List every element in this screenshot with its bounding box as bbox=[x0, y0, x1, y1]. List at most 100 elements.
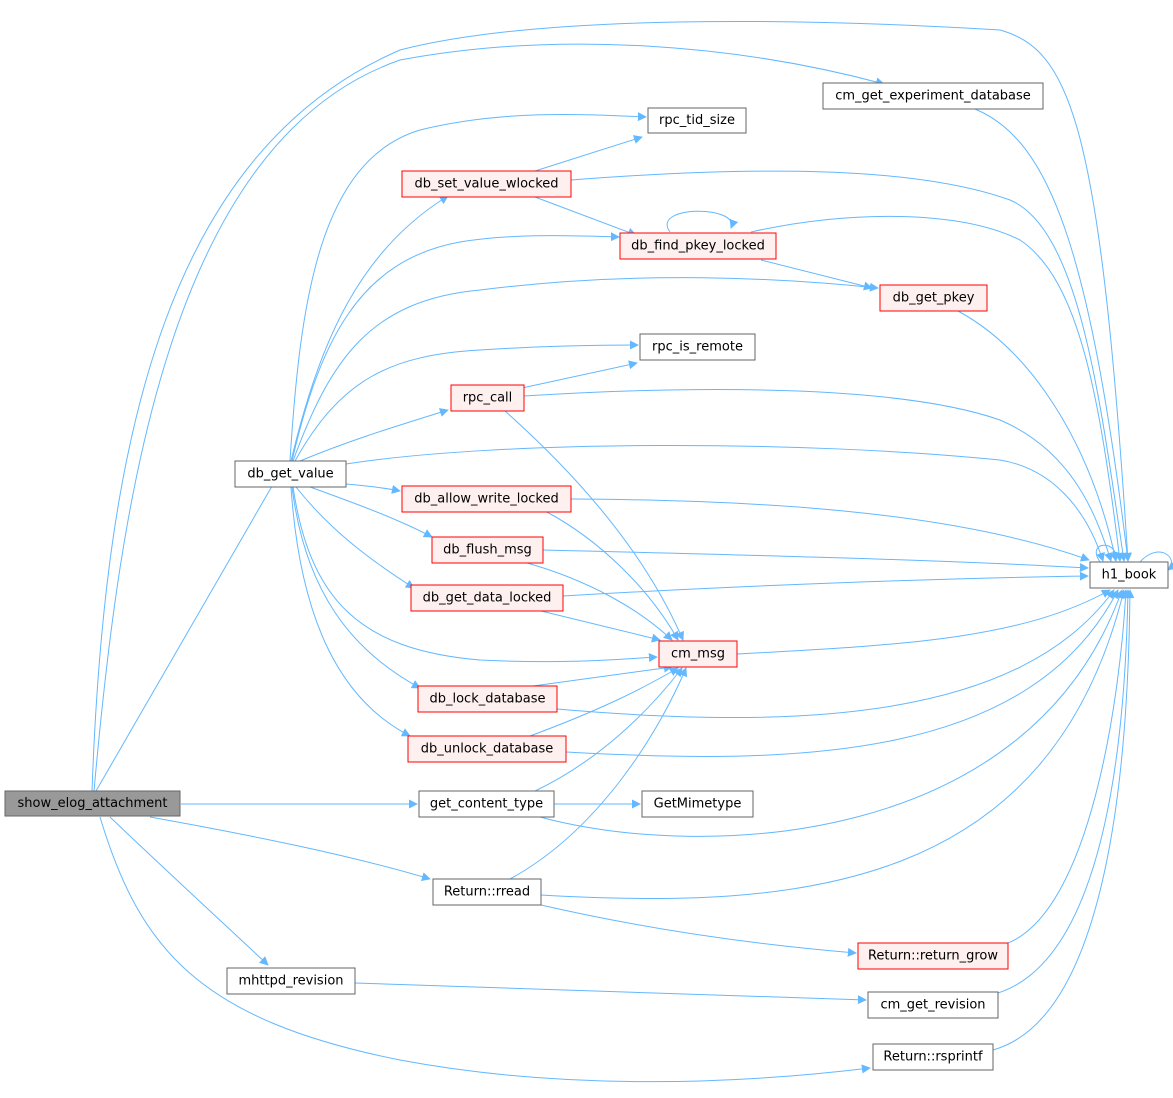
svg-text:rpc_is_remote: rpc_is_remote bbox=[652, 340, 743, 355]
node-db_lock_database[interactable]: db_lock_database bbox=[417, 685, 558, 713]
node-db_get_data_locked[interactable]: db_get_data_locked bbox=[410, 584, 564, 612]
node-db_get_pkey[interactable]: db_get_pkey bbox=[879, 284, 988, 312]
edge-cm_get_experiment_database-to-h1_book bbox=[974, 108, 1132, 562]
svg-text:cm_msg: cm_msg bbox=[671, 647, 725, 662]
edge-db_get_value-to-db_find_pkey_locked bbox=[291, 232, 620, 462]
node-db_unlock_database[interactable]: db_unlock_database bbox=[407, 735, 567, 763]
node-cm_get_experiment_database[interactable]: cm_get_experiment_database bbox=[822, 82, 1044, 110]
edges bbox=[91, 20, 1173, 1083]
edge-db_set_value_wlocked-to-rpc_tid_size bbox=[534, 135, 643, 172]
svg-text:rpc_tid_size: rpc_tid_size bbox=[659, 113, 735, 128]
edge-db_find_pkey_locked-self bbox=[666, 210, 739, 233]
edge-db_unlock_database-to-cm_msg bbox=[529, 667, 679, 737]
edge-show-to-cm_get_experiment_database bbox=[93, 43, 885, 792]
edge-db_find_pkey_locked-to-h1_book bbox=[750, 215, 1124, 562]
node-Return_rread[interactable]: Return::rread bbox=[432, 878, 542, 906]
svg-text:Return::rread: Return::rread bbox=[444, 885, 530, 900]
node-cm_msg[interactable]: cm_msg bbox=[658, 640, 738, 668]
edge-show-to-h1_book bbox=[91, 20, 1132, 792]
svg-text:db_find_pkey_locked: db_find_pkey_locked bbox=[631, 239, 765, 254]
edge-db_get_value-to-db_flush_msg bbox=[309, 486, 433, 538]
svg-text:get_content_type: get_content_type bbox=[430, 797, 543, 812]
node-mhttpd_revision[interactable]: mhttpd_revision bbox=[226, 967, 356, 995]
svg-text:h1_book: h1_book bbox=[1102, 568, 1157, 583]
svg-text:Return::rsprintf: Return::rsprintf bbox=[883, 1050, 983, 1065]
svg-text:show_elog_attachment: show_elog_attachment bbox=[18, 796, 168, 811]
edge-db_set_value_wlocked-to-db_find_pkey_locked bbox=[534, 196, 637, 237]
edge-Return_return_grow-to-h1_book bbox=[1007, 589, 1131, 944]
edge-h1_book-self-left bbox=[1095, 544, 1122, 563]
edge-db_get_value-to-db_get_pkey bbox=[292, 277, 879, 462]
svg-text:cm_get_experiment_database: cm_get_experiment_database bbox=[835, 89, 1031, 104]
edge-db_get_value-to-db_set_value_wlocked bbox=[290, 195, 449, 462]
node-db_flush_msg[interactable]: db_flush_msg bbox=[431, 536, 544, 564]
edge-db_get_value-to-db_lock_database bbox=[291, 486, 421, 689]
svg-text:db_get_data_locked: db_get_data_locked bbox=[423, 591, 552, 606]
node-db_get_value[interactable]: db_get_value bbox=[234, 460, 347, 488]
node-GetMimetype[interactable]: GetMimetype bbox=[641, 790, 754, 818]
node-rpc_is_remote[interactable]: rpc_is_remote bbox=[639, 333, 756, 361]
edge-rpc_call-to-h1_book bbox=[523, 389, 1113, 562]
edge-db_get_data_locked-to-cm_msg bbox=[536, 609, 661, 643]
svg-text:Return::return_grow: Return::return_grow bbox=[868, 949, 998, 964]
svg-text:db_unlock_database: db_unlock_database bbox=[421, 742, 554, 757]
node-Return_return_grow[interactable]: Return::return_grow bbox=[857, 942, 1009, 970]
svg-text:rpc_call: rpc_call bbox=[463, 391, 513, 406]
edge-db_get_value-to-cm_msg bbox=[292, 486, 658, 663]
edge-db_lock_database-to-cm_msg bbox=[532, 663, 673, 687]
edge-mhttpd_revision-to-cm_get_revision bbox=[354, 982, 867, 1005]
svg-text:cm_get_revision: cm_get_revision bbox=[880, 998, 985, 1013]
edge-cm_msg-to-h1_book bbox=[736, 589, 1111, 655]
edge-db_flush_msg-to-cm_msg bbox=[519, 560, 673, 641]
edge-get_content_type-to-h1_book bbox=[539, 589, 1124, 837]
edge-db_allow_write_locked-to-h1_book bbox=[570, 498, 1090, 562]
edge-db_get_value-to-rpc_is_remote bbox=[294, 340, 639, 462]
edge-db_unlock_database-to-h1_book bbox=[565, 589, 1119, 757]
svg-text:mhttpd_revision: mhttpd_revision bbox=[238, 974, 343, 989]
edge-get_content_type-to-cm_msg bbox=[534, 667, 683, 792]
node-rpc_tid_size[interactable]: rpc_tid_size bbox=[647, 107, 747, 134]
edge-rpc_call-to-cm_msg bbox=[504, 410, 684, 641]
edge-Return_rread-to-cm_msg bbox=[509, 667, 688, 880]
edge-show-to-Return_rread bbox=[149, 816, 431, 881]
edge-db_flush_msg-to-h1_book bbox=[542, 549, 1089, 573]
edge-rpc_call-to-rpc_is_remote bbox=[521, 360, 638, 389]
node-h1_book[interactable]: h1_book bbox=[1089, 561, 1169, 589]
edge-cm_get_revision-to-h1_book bbox=[997, 589, 1133, 994]
node-db_find_pkey_locked[interactable]: db_find_pkey_locked bbox=[619, 232, 777, 260]
svg-text:db_set_value_wlocked: db_set_value_wlocked bbox=[414, 177, 558, 192]
edge-db_get_value-to-db_unlock_database bbox=[290, 486, 411, 737]
edge-db_find_pkey_locked-to-db_get_pkey bbox=[760, 259, 873, 291]
edge-h1_book-self-right bbox=[1139, 551, 1173, 571]
edge-db_get_value-to-rpc_call bbox=[299, 408, 449, 462]
svg-text:db_lock_database: db_lock_database bbox=[429, 692, 545, 707]
svg-text:db_get_pkey: db_get_pkey bbox=[893, 291, 975, 306]
node-rpc_call[interactable]: rpc_call bbox=[450, 384, 525, 412]
node-db_allow_write_locked[interactable]: db_allow_write_locked bbox=[401, 485, 572, 513]
edge-db_get_pkey-to-h1_book bbox=[957, 310, 1119, 562]
edge-db_allow_write_locked-to-cm_msg bbox=[544, 510, 679, 641]
svg-text:db_allow_write_locked: db_allow_write_locked bbox=[414, 492, 559, 507]
node-show_elog_attachment[interactable]: show_elog_attachment bbox=[4, 790, 181, 817]
edge-Return_rread-to-Return_return_grow bbox=[540, 904, 857, 957]
edge-db_get_value-to-rpc_tid_size bbox=[289, 112, 647, 462]
svg-text:GetMimetype: GetMimetype bbox=[654, 797, 742, 812]
edge-show-to-mhttpd_revision bbox=[109, 816, 269, 966]
edge-db_get_value-to-db_allow_write_locked bbox=[345, 483, 401, 494]
edge-show-to-db_get_value bbox=[95, 473, 280, 792]
edge-db_get_value-to-db_get_data_locked bbox=[295, 486, 415, 589]
node-cm_get_revision[interactable]: cm_get_revision bbox=[867, 991, 999, 1019]
edge-db_get_value-to-h1_book bbox=[345, 444, 1105, 562]
edge-show-to-Return_rsprintf bbox=[99, 816, 871, 1083]
edge-db_lock_database-to-h1_book bbox=[556, 589, 1115, 719]
node-get_content_type[interactable]: get_content_type bbox=[418, 790, 555, 818]
node-db_set_value_wlocked[interactable]: db_set_value_wlocked bbox=[401, 170, 572, 198]
edge-db_get_data_locked-to-h1_book bbox=[562, 571, 1089, 597]
edge-Return_rsprintf-to-h1_book bbox=[992, 589, 1135, 1051]
edge-db_set_value_wlocked-to-h1_book bbox=[570, 170, 1128, 562]
edge-Return_rread-to-h1_book bbox=[540, 589, 1127, 900]
svg-text:db_get_value: db_get_value bbox=[247, 467, 333, 482]
svg-text:db_flush_msg: db_flush_msg bbox=[443, 543, 532, 558]
node-Return_rsprintf[interactable]: Return::rsprintf bbox=[872, 1043, 994, 1071]
